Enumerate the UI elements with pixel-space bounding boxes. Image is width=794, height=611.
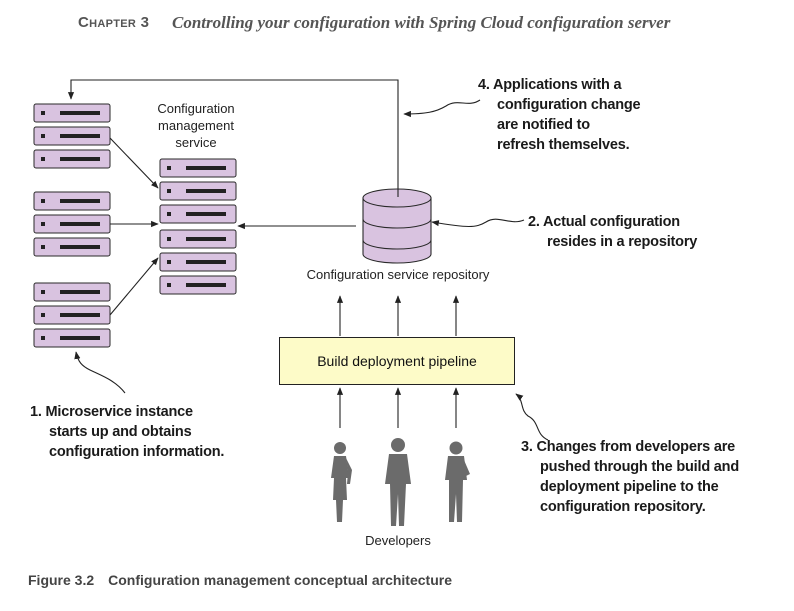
note-line: starts up and obtains bbox=[49, 424, 192, 440]
chapter-label: Chapter 3 bbox=[78, 14, 150, 31]
server-unit-icon bbox=[159, 229, 237, 249]
server-unit-icon bbox=[159, 158, 237, 178]
note-line: 1. Microservice instance bbox=[30, 404, 193, 420]
developers-icon bbox=[331, 438, 470, 526]
config-service-label-line: service bbox=[175, 135, 217, 150]
server-unit-icon bbox=[159, 275, 237, 295]
connector-lines bbox=[67, 79, 549, 441]
note3-pointer bbox=[515, 393, 549, 441]
note-4: 4. Applications with a configuration cha… bbox=[478, 75, 698, 155]
note-line: refresh themselves. bbox=[497, 137, 630, 153]
note-line: pushed through the build and bbox=[540, 459, 739, 475]
figure-caption-text: Configuration management conceptual arch… bbox=[108, 572, 452, 588]
server-unit-icon bbox=[33, 191, 111, 211]
note-line: 3. Changes from developers are bbox=[521, 439, 735, 455]
note-line: 4. Applications with a bbox=[478, 77, 622, 93]
server-unit-icon bbox=[159, 204, 237, 224]
arrow-stack1-to-config bbox=[109, 137, 159, 189]
server-unit-icon bbox=[33, 149, 111, 169]
note-line: configuration change bbox=[497, 97, 641, 113]
pipeline-label: Build deployment pipeline bbox=[317, 353, 477, 369]
server-unit-icon bbox=[33, 305, 111, 325]
note-line: configuration repository. bbox=[540, 499, 706, 515]
figure-caption: Figure 3.2 Configuration management conce… bbox=[28, 572, 452, 588]
note1-pointer bbox=[74, 351, 126, 394]
developer-male-icon bbox=[445, 441, 470, 522]
note-line: configuration information. bbox=[49, 444, 225, 460]
config-service-label-line: Configuration bbox=[157, 101, 235, 116]
config-service-label-line: management bbox=[158, 118, 234, 133]
note-line: resides in a repository bbox=[547, 234, 698, 250]
note-line: are notified to bbox=[497, 117, 590, 133]
server-unit-icon bbox=[33, 237, 111, 257]
server-unit-icon bbox=[33, 126, 111, 146]
arrow-stack3-to-config bbox=[109, 257, 159, 316]
server-unit-icon bbox=[33, 282, 111, 302]
note4-pointer bbox=[403, 99, 481, 118]
note-3: 3. Changes from developers are pushed th… bbox=[521, 437, 781, 517]
note2-pointer bbox=[431, 218, 525, 228]
refresh-loop-arrow bbox=[67, 79, 399, 197]
note-1: 1. Microservice instance starts up and o… bbox=[30, 402, 270, 462]
server-unit-icon bbox=[33, 103, 111, 123]
server-unit-icon bbox=[159, 181, 237, 201]
server-stacks bbox=[33, 103, 237, 348]
server-unit-icon bbox=[159, 252, 237, 272]
repository-label: Configuration service repository bbox=[306, 267, 490, 282]
repository-database-icon bbox=[362, 188, 432, 264]
build-pipeline-box: Build deployment pipeline bbox=[279, 337, 515, 385]
developer-female-icon bbox=[331, 442, 352, 522]
figure-number: Figure 3.2 bbox=[28, 572, 95, 588]
server-unit-icon bbox=[33, 214, 111, 234]
developers-label: Developers bbox=[365, 533, 431, 548]
server-unit-icon bbox=[33, 328, 111, 348]
note-2: 2. Actual configuration resides in a rep… bbox=[528, 212, 748, 252]
developer-male-icon bbox=[385, 438, 411, 526]
note-line: 2. Actual configuration bbox=[528, 214, 680, 230]
note-line: deployment pipeline to the bbox=[540, 479, 719, 495]
config-service-label: Configuration management service bbox=[140, 100, 252, 151]
chapter-title: Controlling your configuration with Spri… bbox=[172, 13, 671, 32]
